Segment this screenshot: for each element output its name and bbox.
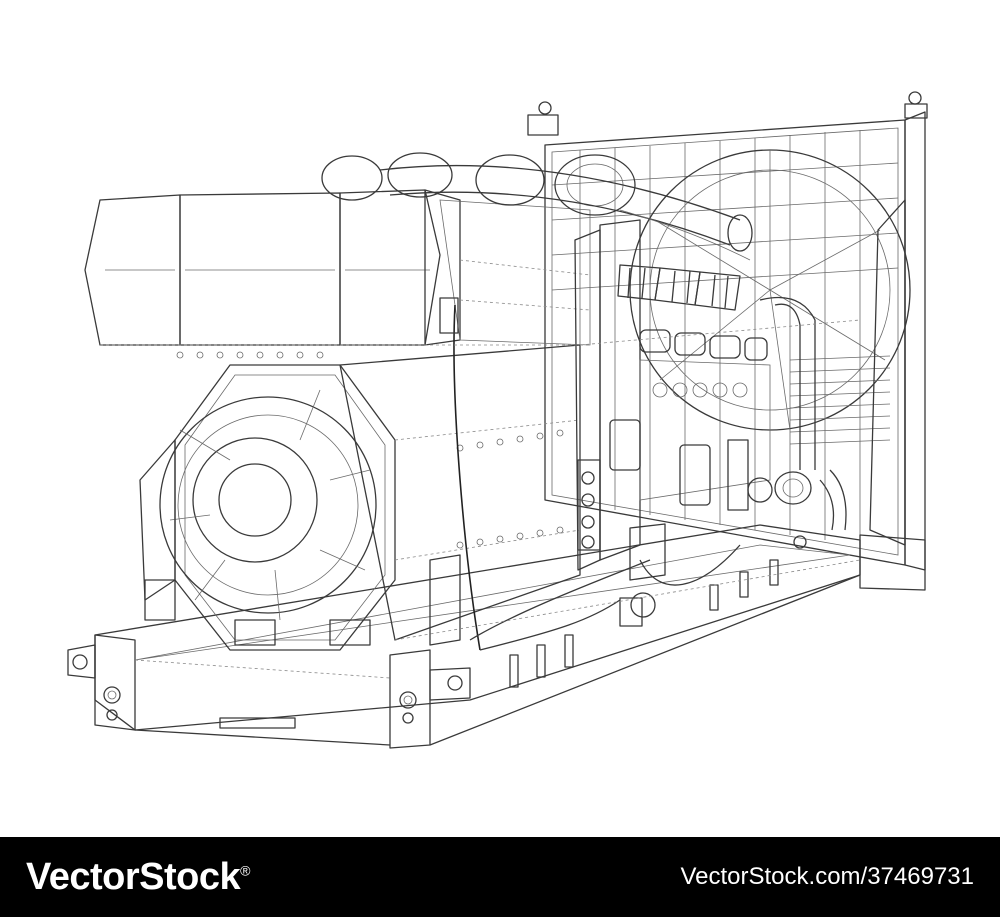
cabling [439, 297, 741, 651]
registered-mark: ® [240, 861, 250, 878]
image-credit: VectorStock.com/37469731 [680, 863, 974, 890]
generator-illustration [67, 91, 928, 749]
alternator [139, 344, 581, 651]
radiator [527, 91, 928, 591]
watermark-bar: VectorStock® VectorStock.com/37469731 [0, 837, 1000, 917]
hidden-edges [100, 319, 861, 641]
engine-block [574, 219, 847, 627]
intake-housing [84, 189, 591, 346]
vectorstock-logo: VectorStock® [26, 856, 250, 899]
brand-logo-text: VectorStock [26, 855, 241, 898]
exhaust-manifold [321, 152, 753, 261]
base-frame [67, 524, 861, 749]
